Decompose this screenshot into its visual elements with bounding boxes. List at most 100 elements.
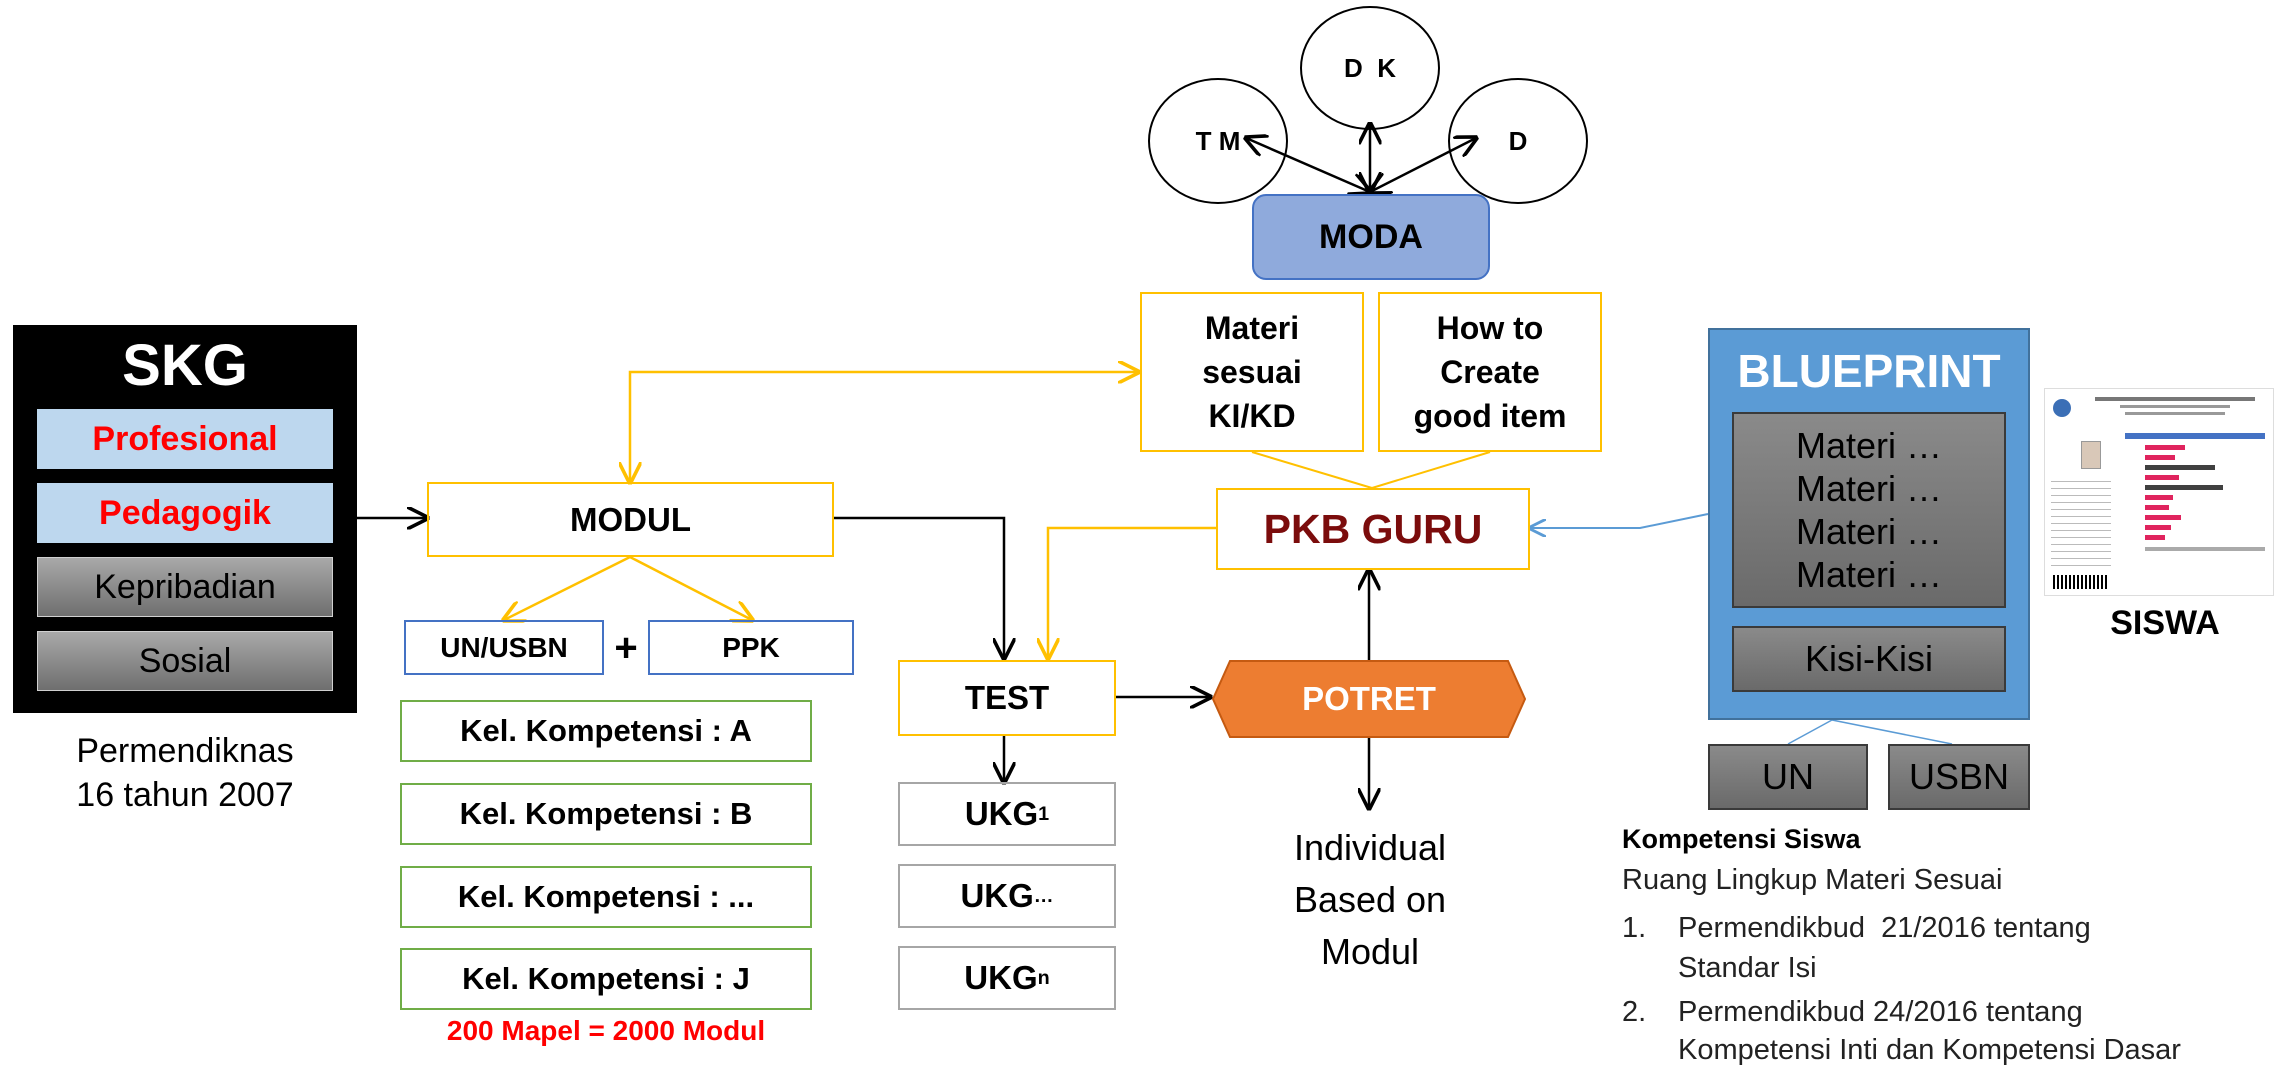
kompetensi-item-1-line2: Standar Isi xyxy=(1678,952,1817,984)
modul-box: MODUL xyxy=(427,482,834,557)
skg-reference-line2: 16 tahun 2007 xyxy=(76,776,294,814)
individual-line3: Modul xyxy=(1320,931,1420,972)
circle-dk: D K xyxy=(1300,6,1440,130)
pkb-to-test-arrow xyxy=(1048,526,1216,658)
individual-line2: Based on xyxy=(1293,879,1447,920)
kompetensi-item-1-line1: Permendikbud 21/2016 tentang xyxy=(1678,912,2091,944)
materi-kikd-box: Materi sesuai KI/KD xyxy=(1140,292,1364,452)
circle-dk-label: D K xyxy=(1344,52,1396,83)
ukg-1-sub: 1 xyxy=(1038,802,1050,825)
skg-item-pedagogik: Pedagogik xyxy=(37,483,333,543)
report-chart-header xyxy=(2125,433,2265,439)
report-bar-4 xyxy=(2145,475,2179,480)
report-bar-9 xyxy=(2145,525,2171,530)
report-logo-icon xyxy=(2053,399,2071,417)
blueprint-materi-1: Materi … xyxy=(1795,425,1943,466)
skg-reference: Permendiknas 16 tahun 2007 xyxy=(0,718,370,828)
kel-kompetensi-a: Kel. Kompetensi : A xyxy=(400,700,812,762)
skg-reference-line1: Permendiknas xyxy=(76,732,294,770)
ukg-n-base: UKG xyxy=(964,959,1038,996)
report-bar-1 xyxy=(2145,445,2185,450)
report-bar-6 xyxy=(2145,495,2173,500)
siswa-label: SISWA xyxy=(2110,603,2220,642)
howto-line2: Create xyxy=(1440,354,1540,390)
how-to-create-box: How to Create good item xyxy=(1378,292,1602,452)
potret-label: POTRET xyxy=(1302,680,1436,717)
circle-tm: T M xyxy=(1148,78,1288,204)
blueprint-materi-2: Materi … xyxy=(1795,468,1943,509)
blueprint-panel: BLUEPRINT Materi … Materi … Materi … Mat… xyxy=(1708,328,2030,720)
materi-line2: sesuai xyxy=(1202,354,1302,390)
report-bar-5 xyxy=(2145,485,2223,490)
report-left-lines xyxy=(2051,475,2111,571)
test-box: TEST xyxy=(898,660,1116,736)
kompetensi-item-2-line1: Permendikbud 24/2016 tentang xyxy=(1678,996,2083,1028)
blueprint-kisi-kisi: Kisi-Kisi xyxy=(1732,626,2006,692)
skg-item-kepribadian: Kepribadian xyxy=(37,557,333,617)
report-photo xyxy=(2081,441,2101,469)
kel-kompetensi-etc: Kel. Kompetensi : ... xyxy=(400,866,812,928)
kompetensi-siswa-heading: Kompetensi Siswa xyxy=(1622,824,1861,854)
modul-to-test-arrow xyxy=(834,516,1004,658)
materi-line3: KI/KD xyxy=(1208,398,1296,434)
kompetensi-item-1-num: 1. xyxy=(1622,912,1647,944)
ukg-n-sub: n xyxy=(1037,966,1050,989)
modul-to-unusbn-arrow xyxy=(504,555,631,620)
un-usbn-box: UN/USBN xyxy=(404,620,604,675)
report-header-text xyxy=(2095,397,2255,401)
individual-line1: Individual xyxy=(1293,827,1447,868)
ppk-box: PPK xyxy=(648,620,854,675)
report-header-text-2 xyxy=(2120,405,2230,408)
howto-line1: How to xyxy=(1436,310,1544,346)
siswa-report-thumbnail xyxy=(2044,388,2274,596)
blueprint-to-usbn-line xyxy=(1831,719,1953,745)
modul-footnote: 200 Mapel = 2000 Modul xyxy=(446,1015,766,1046)
report-bar-7 xyxy=(2145,505,2169,510)
howto-line3: good item xyxy=(1413,398,1567,434)
circle-tm-label: T M xyxy=(1195,125,1241,156)
un-box: UN xyxy=(1708,744,1868,810)
ukg-etc-sub: … xyxy=(1033,884,1054,907)
kompetensi-siswa-subheading: Ruang Lingkup Materi Sesuai xyxy=(1622,864,2003,896)
kompetensi-item-2-line2: Kompetensi Inti dan Kompetensi Dasar xyxy=(1678,1034,2181,1066)
ukg-etc-base: UKG xyxy=(960,877,1034,914)
report-bar-8 xyxy=(2145,515,2181,520)
modul-to-ppk-arrow xyxy=(629,555,752,620)
skg-panel: SKG Profesional Pedagogik Kepribadian So… xyxy=(13,325,357,713)
moda-box: MODA xyxy=(1252,194,1490,280)
materi-to-pkb-line xyxy=(1251,451,1373,489)
howto-to-pkb-line xyxy=(1371,451,1491,489)
report-bar-2 xyxy=(2145,455,2175,460)
usbn-box: USBN xyxy=(1888,744,2030,810)
kel-kompetensi-b: Kel. Kompetensi : B xyxy=(400,783,812,845)
potret-hexagon xyxy=(1212,660,1526,738)
blueprint-title: BLUEPRINT xyxy=(1737,345,2001,397)
blueprint-materi-3: Materi … xyxy=(1795,511,1943,552)
report-barcode xyxy=(2053,575,2107,589)
report-legend xyxy=(2145,547,2265,551)
skg-item-profesional: Profesional xyxy=(37,409,333,469)
blueprint-to-un-line xyxy=(1787,719,1833,745)
blueprint-materi-4: Materi … xyxy=(1795,554,1943,595)
circle-d: D xyxy=(1448,78,1588,204)
individual-based-on-modul: Individual Based on Modul xyxy=(1230,820,1510,980)
report-bar-3 xyxy=(2145,465,2215,470)
modul-materi-arrow xyxy=(630,372,1138,482)
pkb-guru-box: PKB GURU xyxy=(1216,488,1530,570)
skg-title: SKG xyxy=(122,332,248,398)
kompetensi-item-2-num: 2. xyxy=(1622,996,1647,1028)
kel-kompetensi-j: Kel. Kompetensi : J xyxy=(400,948,812,1010)
ukg-1-base: UKG xyxy=(964,795,1039,832)
circle-d-label: D xyxy=(1508,125,1528,156)
skg-item-sosial: Sosial xyxy=(37,631,333,691)
plus-sign: + xyxy=(614,625,638,670)
report-bar-10 xyxy=(2145,535,2165,540)
report-header-text-3 xyxy=(2125,412,2225,415)
blueprint-to-pkb-arrow xyxy=(1530,513,1709,528)
materi-line1: Materi xyxy=(1204,310,1300,346)
blueprint-materi-box: Materi … Materi … Materi … Materi … xyxy=(1732,412,2006,608)
ukg-etc-box: UKG… xyxy=(898,864,1116,928)
